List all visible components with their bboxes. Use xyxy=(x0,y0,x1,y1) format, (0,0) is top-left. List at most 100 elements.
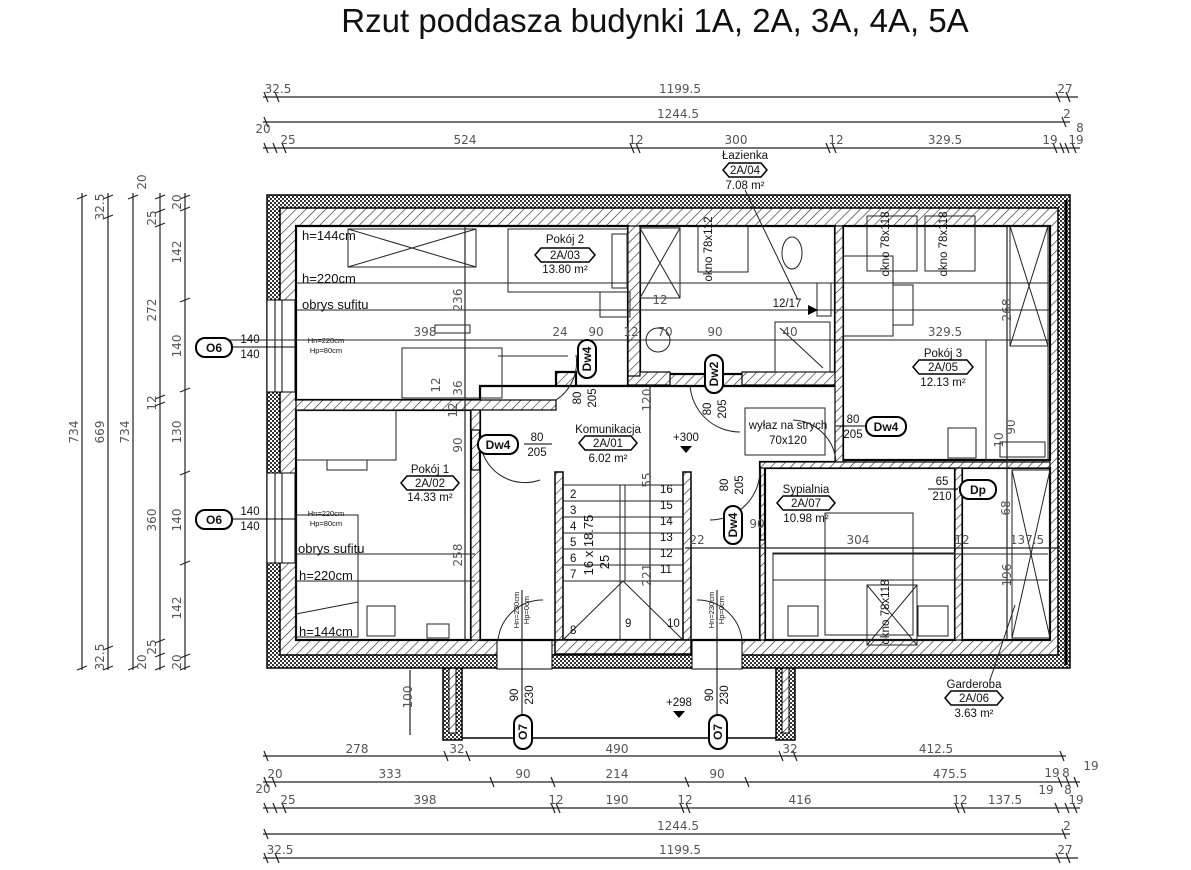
window-tag: O6 xyxy=(206,513,222,527)
dim-label: 25 xyxy=(145,639,159,654)
top-dimensions: 32.5 1199.5 27 20 1244.5 2 8 25 524 12 3… xyxy=(255,82,1084,154)
dim-label: 100 xyxy=(401,686,415,709)
room-name: Pokój 2 xyxy=(546,234,584,246)
door-height: 230 xyxy=(719,685,731,704)
dim-label: 19 xyxy=(1068,793,1083,807)
ceiling-outline-note: obrys sufitu xyxy=(302,297,368,312)
left-dimensions: 734 32.5 669 32.5 20 734 20 25 272 12 36… xyxy=(67,174,191,671)
room-area: 7.08 m² xyxy=(726,180,765,192)
dim-label: 19 xyxy=(1044,766,1059,780)
stair-step: 5 xyxy=(570,537,576,549)
dim-label: 19 xyxy=(1068,133,1083,147)
dim-label: 12 xyxy=(429,377,443,392)
room-code: 2A/04 xyxy=(730,165,761,177)
dim-label: 32 xyxy=(449,742,464,756)
dim-label: 90 xyxy=(588,325,603,339)
door-height: 205 xyxy=(734,475,746,494)
dim-label: 70 xyxy=(657,325,672,339)
door-height-note: Hp=0cm xyxy=(522,596,531,624)
dim-label: 1199.5 xyxy=(659,843,701,857)
stair-step: 7 xyxy=(570,569,576,581)
interior-dimensions: 398 236 36 12 12 90 258 24 90 12 70 90 4… xyxy=(401,226,1060,735)
dim-label: 734 xyxy=(118,421,132,444)
page-title: Rzut poddasza budynki 1A, 2A, 3A, 4A, 5A xyxy=(341,2,969,39)
room-code: 2A/07 xyxy=(791,498,821,510)
dim-label: 137.5 xyxy=(988,793,1022,807)
room-area: 13.80 m² xyxy=(542,264,588,276)
dim-label: 2 xyxy=(1063,819,1071,833)
room-code: 2A/06 xyxy=(959,693,989,705)
window-height: 140 xyxy=(240,521,259,533)
dim-label: 8 xyxy=(1064,783,1072,797)
dim-label: 27 xyxy=(1057,82,1072,96)
dim-label: 669 xyxy=(93,421,107,444)
dim-label: 140 xyxy=(170,335,184,358)
dim-label: 12 xyxy=(628,133,643,147)
door-tag: Dw4 xyxy=(580,346,594,371)
window-height-note: Hn=220cm xyxy=(308,336,344,345)
stair-step: 12 xyxy=(660,548,673,560)
dim-label: 8 xyxy=(1076,121,1084,135)
door-width: 80 xyxy=(702,403,714,416)
dim-label: 68 xyxy=(999,500,1013,515)
window-width: 140 xyxy=(240,334,259,346)
door-tag: Dw4 xyxy=(726,512,740,537)
dim-label: 12 xyxy=(446,402,460,417)
dim-label: 25 xyxy=(280,793,295,807)
vent-arrow-icon xyxy=(808,305,818,315)
dim-label: 398 xyxy=(414,793,437,807)
dim-label: 20 xyxy=(267,767,282,781)
stair-step: 16 xyxy=(660,484,673,496)
skylight-label: okno 78x112 xyxy=(703,216,715,281)
dim-label: 524 xyxy=(454,133,477,147)
dim-label: 12 xyxy=(677,793,692,807)
dim-label: 304 xyxy=(847,533,870,547)
window-height: 140 xyxy=(240,349,259,361)
dim-label: 142 xyxy=(170,241,184,264)
stair-steps: 2 3 4 5 6 7 8 9 10 11 12 13 14 15 16 xyxy=(570,484,680,637)
height-note: h=144cm xyxy=(299,624,353,639)
dim-label: 32 xyxy=(782,742,797,756)
window-height-note: Hp=80cm xyxy=(310,519,342,528)
stairs-label: 16 x 18.75 xyxy=(581,515,596,576)
stair-step: 11 xyxy=(660,564,672,576)
dim-label: 20 xyxy=(135,654,149,669)
room-label-pokoj-3: Pokój 3 2A/05 12.13 m² xyxy=(912,348,974,389)
skylight-label: okno 78x118 xyxy=(938,211,950,276)
dim-label: 490 xyxy=(606,742,629,756)
room-label-garderoba: Garderoba 2A/06 3.63 m² xyxy=(944,679,1004,720)
stair-step: 14 xyxy=(660,516,673,528)
dim-label: 32.5 xyxy=(93,194,107,221)
dim-label: 214 xyxy=(606,767,629,781)
door-tag: Dw4 xyxy=(486,438,511,452)
skylight-label: okno 78x118 xyxy=(880,211,892,276)
room-area: 10.98 m² xyxy=(783,513,829,525)
skylight-label: okno 78x118 xyxy=(880,579,892,644)
dim-label: 1244.5 xyxy=(657,819,699,833)
level-triangle-icon xyxy=(680,446,692,453)
door-height-note: Hn=230cm xyxy=(707,592,716,628)
door-height-note: Hn=230cm xyxy=(512,592,521,628)
dim-label: 19 xyxy=(1042,133,1057,147)
stair-step: 13 xyxy=(660,532,673,544)
dim-label: 25 xyxy=(145,210,159,225)
door-width: 80 xyxy=(719,479,731,492)
dim-label: 90 xyxy=(707,325,722,339)
dim-label: 142 xyxy=(170,597,184,620)
dim-label: 12 xyxy=(952,793,967,807)
window-height-note: Hp=80cm xyxy=(310,346,342,355)
dim-label: 24 xyxy=(552,325,567,339)
dim-label: 258 xyxy=(451,544,465,567)
window-tag: O6 xyxy=(206,341,222,355)
dim-label: 272 xyxy=(145,299,159,322)
door-height: 205 xyxy=(587,388,599,407)
door-height: 205 xyxy=(527,447,546,459)
door-tag: Dw4 xyxy=(874,420,899,434)
door-width: 80 xyxy=(572,392,584,405)
dim-label: 90 xyxy=(709,767,724,781)
stair-step: 6 xyxy=(570,553,576,565)
dim-label: 412.5 xyxy=(919,742,953,756)
annotations: h=144cm h=220cm obrys sufitu obrys sufit… xyxy=(298,211,950,718)
room-name: Garderoba xyxy=(947,679,1003,691)
dim-label: 140 xyxy=(170,509,184,532)
